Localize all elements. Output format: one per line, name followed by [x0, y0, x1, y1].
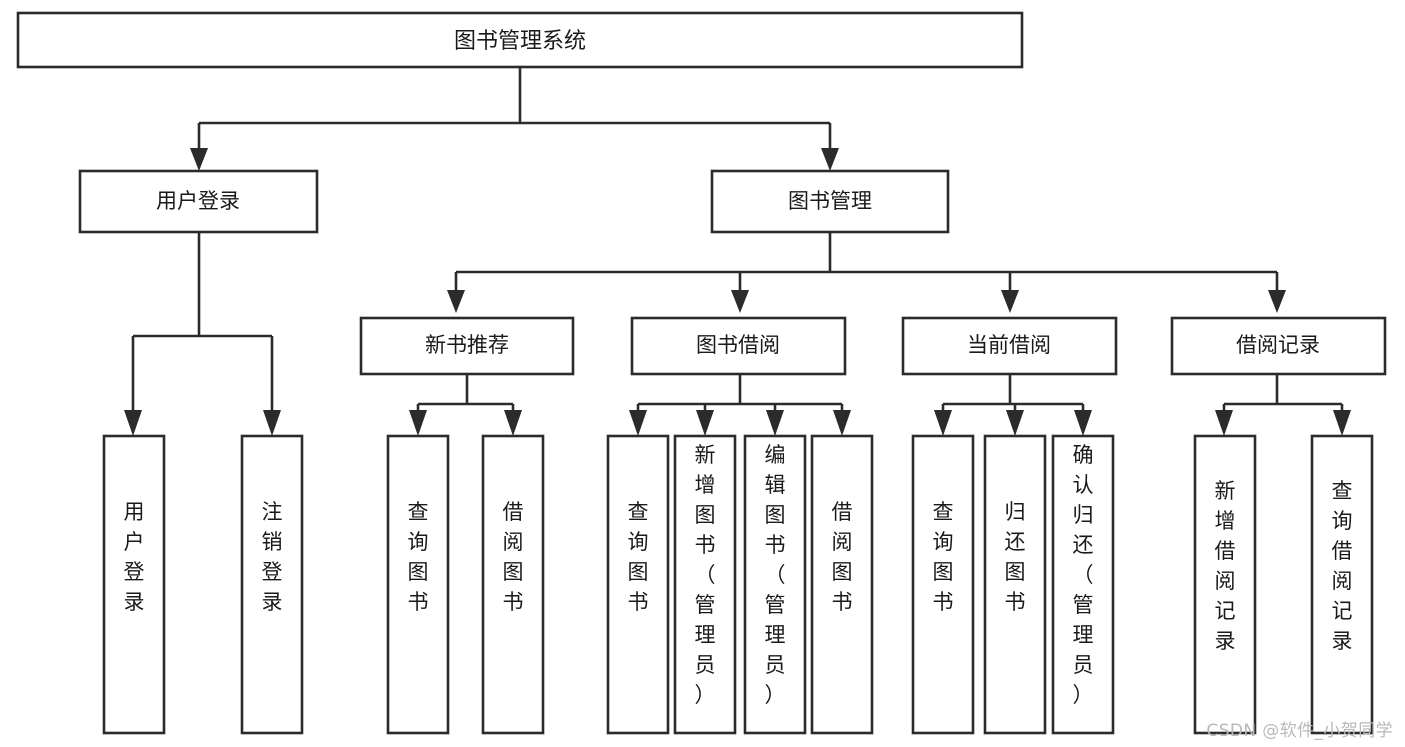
leaf-confirm-return-box	[1051, 434, 1115, 735]
leaf-query-book-3-label: 查询图书	[933, 500, 954, 614]
arrow-head-leaf-add-record	[1215, 410, 1233, 436]
connector-group-user-login-leaves	[124, 232, 281, 436]
arrow-head-leaf-query-book-2	[629, 410, 647, 436]
connector-group-root	[190, 67, 839, 171]
leaf-edit-book-box	[743, 434, 807, 735]
leaf-return-book-box	[983, 434, 1047, 735]
arrow-head-new-book-rec	[447, 290, 465, 313]
node-book-manage-label: 图书管理	[788, 189, 872, 213]
leaf-add-book-label: 新增图书（管理员）	[695, 443, 716, 707]
leaf-borrow-book-1-label: 借阅图书	[503, 500, 524, 614]
node-borrow-record-label: 借阅记录	[1236, 333, 1320, 357]
arrow-head-leaf-borrow-book-1	[504, 410, 522, 436]
node-current-borrow-label: 当前借阅	[967, 333, 1051, 357]
node-book-manage-box	[710, 169, 950, 234]
leaf-user-login-label: 用户登录	[124, 500, 145, 614]
connector-group-book-borrow-leaves	[629, 375, 851, 436]
leaf-node-confirm-return[interactable]: 确认归还（管理员）	[1051, 434, 1115, 735]
arrow-head-borrow-record	[1268, 290, 1286, 313]
node-root-box	[16, 11, 1024, 69]
leaf-logout-label: 注销登录	[262, 500, 283, 614]
leaf-add-record-box	[1193, 434, 1257, 735]
arrow-head-leaf-edit-book	[766, 410, 784, 436]
leaf-add-book-box	[673, 434, 737, 735]
arrow-head-current-borrow	[1001, 290, 1019, 313]
node-user-login-label: 用户登录	[156, 189, 240, 213]
leaf-query-book-1-label: 查询图书	[408, 500, 429, 614]
leaf-query-record-box	[1310, 434, 1374, 735]
arrow-head-leaf-borrow-book-2	[833, 410, 851, 436]
leaf-node-query-record[interactable]: 查询借阅记录	[1310, 434, 1374, 735]
leaf-node-add-book[interactable]: 新增图书（管理员）	[673, 434, 737, 735]
leaf-node-return-book[interactable]: 归还图书	[983, 434, 1047, 735]
node-new-book-rec-label: 新书推荐	[425, 333, 509, 357]
arrow-head-leaf-user-login	[124, 410, 142, 436]
node-user-login[interactable]: 用户登录	[78, 169, 319, 234]
arrow-head-book-borrow	[731, 290, 749, 313]
leaf-node-logout[interactable]: 注销登录	[240, 434, 304, 735]
connector-group-book-manage	[447, 232, 1286, 313]
node-new-book-rec[interactable]: 新书推荐	[359, 316, 575, 376]
leaf-query-record-label: 查询借阅记录	[1332, 479, 1353, 653]
leaf-node-query-book-1[interactable]: 查询图书	[386, 434, 450, 735]
leaf-return-book-label: 归还图书	[1005, 500, 1026, 614]
arrow-head-leaf-logout	[263, 410, 281, 436]
arrow-head-leaf-return-book	[1006, 410, 1024, 436]
arrow-head-leaf-confirm-return	[1074, 410, 1092, 436]
connector-group-borrow-record-leaves	[1215, 375, 1351, 436]
leaf-query-book-2-label: 查询图书	[628, 500, 649, 614]
arrow-head-leaf-query-book-3	[934, 410, 952, 436]
node-borrow-record[interactable]: 借阅记录	[1170, 316, 1387, 376]
arrow-head-book-manage	[821, 148, 839, 171]
node-root-label: 图书管理系统	[454, 29, 586, 54]
leaf-confirm-return-label: 确认归还（管理员）	[1073, 443, 1094, 707]
leaf-borrow-book-1-box	[481, 434, 545, 735]
leaf-node-add-record[interactable]: 新增借阅记录	[1193, 434, 1257, 735]
node-user-login-box	[78, 169, 319, 234]
node-root-book-management-system[interactable]: 图书管理系统	[16, 11, 1024, 69]
leaf-borrow-book-2-label: 借阅图书	[832, 500, 853, 614]
leaf-add-record-label: 新增借阅记录	[1215, 479, 1236, 653]
leaf-node-borrow-book-1[interactable]: 借阅图书	[481, 434, 545, 735]
node-new-book-rec-box	[359, 316, 575, 376]
leaf-node-borrow-book-2[interactable]: 借阅图书	[810, 434, 874, 735]
leaf-node-edit-book[interactable]: 编辑图书（管理员）	[743, 434, 807, 735]
node-borrow-record-box	[1170, 316, 1387, 376]
connector-group-new-book-rec-leaves	[409, 375, 522, 436]
connector-group-current-borrow-leaves	[934, 375, 1092, 436]
leaf-query-book-2-box	[606, 434, 670, 735]
leaf-edit-book-label: 编辑图书（管理员）	[765, 443, 786, 707]
node-current-borrow-box	[901, 316, 1118, 376]
node-book-borrow-label: 图书借阅	[696, 333, 780, 357]
leaf-borrow-book-2-box	[810, 434, 874, 735]
arrow-head-user-login	[190, 148, 208, 171]
leaf-query-book-1-box	[386, 434, 450, 735]
leaf-user-login-box	[102, 434, 166, 735]
node-book-manage[interactable]: 图书管理	[710, 169, 950, 234]
arrow-head-leaf-query-book-1	[409, 410, 427, 436]
node-current-borrow[interactable]: 当前借阅	[901, 316, 1118, 376]
leaf-query-book-3-box	[911, 434, 975, 735]
leaf-node-query-book-3[interactable]: 查询图书	[911, 434, 975, 735]
leaf-logout-box	[240, 434, 304, 735]
arrow-head-leaf-query-record	[1333, 410, 1351, 436]
leaf-node-query-book-2[interactable]: 查询图书	[606, 434, 670, 735]
node-book-borrow[interactable]: 图书借阅	[630, 316, 847, 376]
arrow-head-leaf-add-book	[696, 410, 714, 436]
leaf-node-user-login[interactable]: 用户登录	[102, 434, 166, 735]
node-book-borrow-box	[630, 316, 847, 376]
